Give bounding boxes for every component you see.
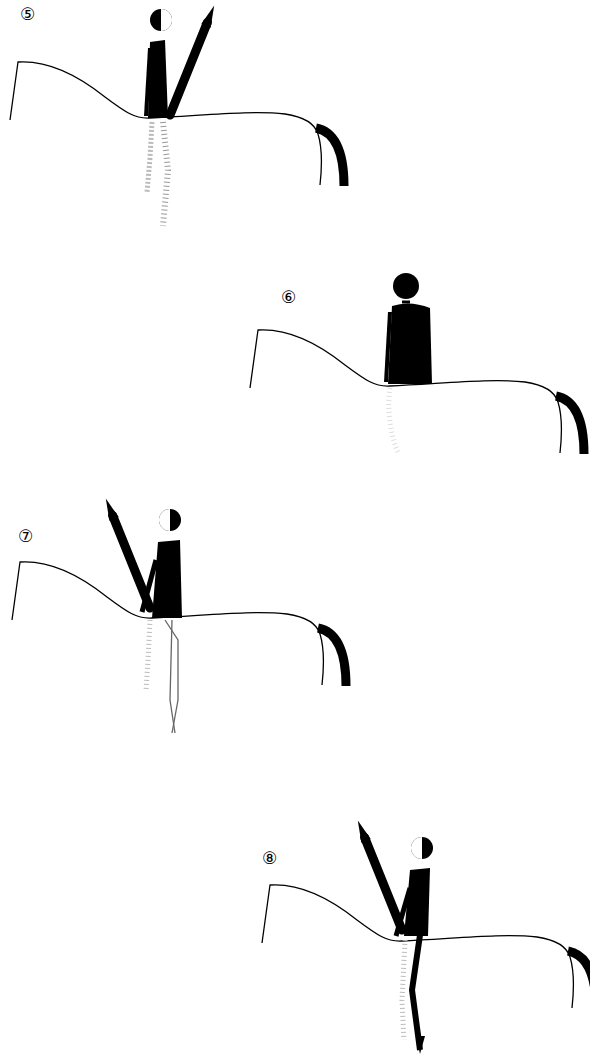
rider (146, 4, 219, 226)
callout-number: ⑥ (281, 289, 296, 306)
callout-number: ⑦ (18, 528, 33, 545)
rider (353, 819, 433, 1054)
rider (101, 497, 182, 733)
callout-number: ⑧ (262, 850, 277, 867)
rider (386, 273, 432, 452)
callout-number: ⑤ (20, 6, 35, 23)
horse-outline (10, 62, 344, 186)
